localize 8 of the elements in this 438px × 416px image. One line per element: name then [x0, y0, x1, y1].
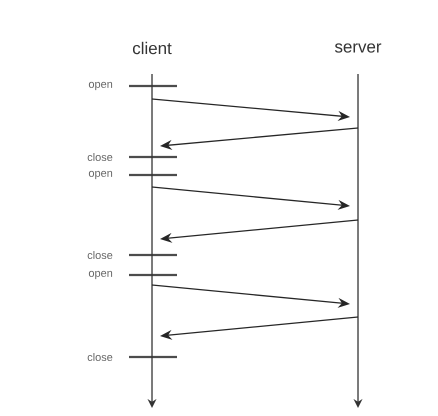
lifeline-label: server	[334, 43, 382, 53]
event-label: open	[88, 270, 112, 280]
event-label: close	[88, 352, 112, 362]
event-label: close	[88, 152, 112, 162]
lifeline-label: client	[132, 42, 172, 54]
event-label: open	[88, 170, 112, 180]
event-label: close	[88, 250, 112, 260]
event-label: open	[88, 82, 112, 90]
